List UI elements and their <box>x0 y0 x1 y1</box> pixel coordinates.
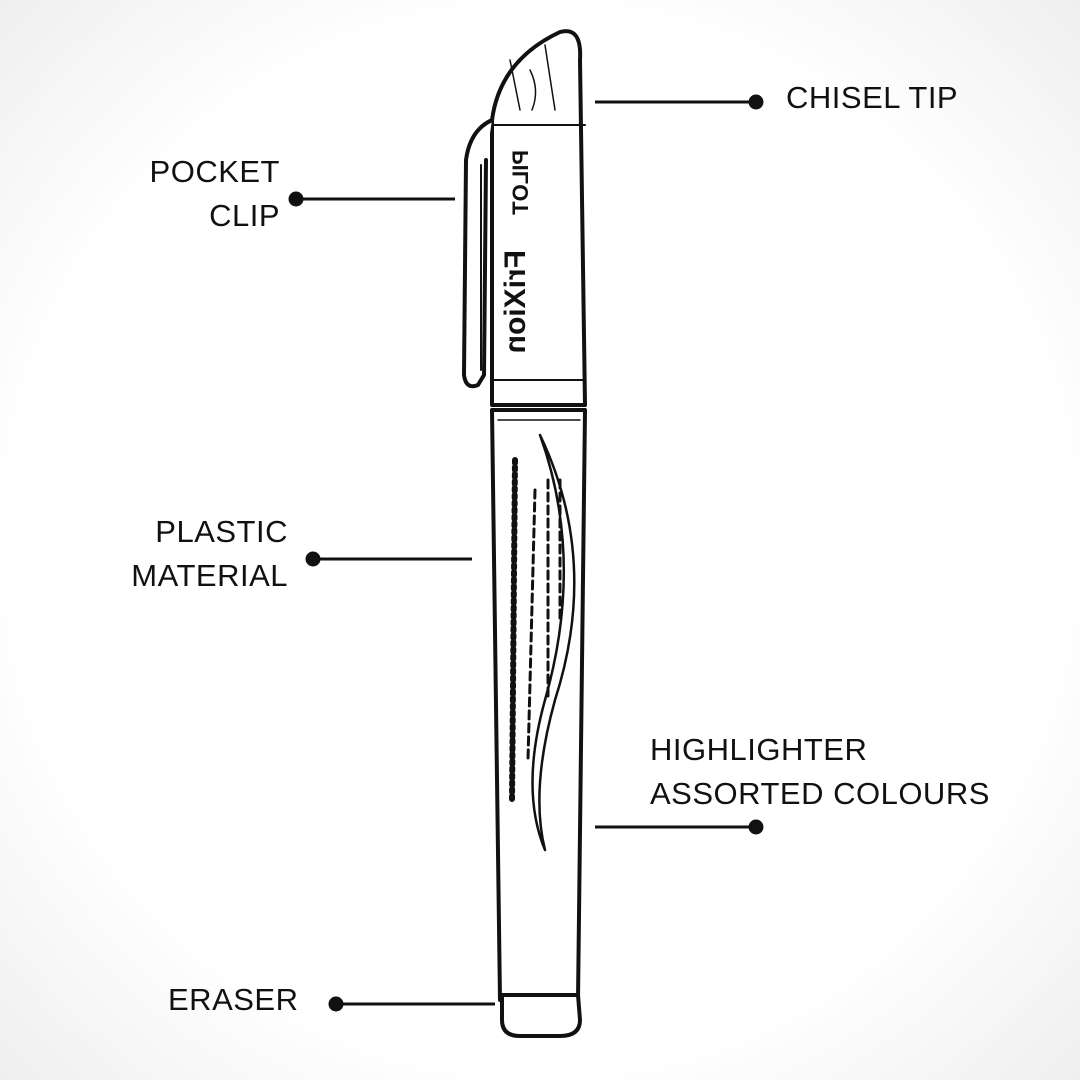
label-chisel-tip: CHISEL TIP <box>786 80 959 115</box>
pen-barrel <box>490 408 587 1002</box>
label-line: HIGHLIGHTER <box>650 732 868 767</box>
plastic-material-dot <box>305 551 321 567</box>
label-line: POCKET <box>149 154 280 189</box>
brand-logo: PILOT <box>508 150 533 215</box>
pocket-clip-dot <box>288 191 304 207</box>
eraser-dot <box>328 996 344 1012</box>
chisel-tip-dot <box>748 94 764 110</box>
label-line: MATERIAL <box>131 558 288 593</box>
highlighter-dot <box>748 819 764 835</box>
label-line: PLASTIC <box>155 514 288 549</box>
pocket-clip <box>462 118 494 389</box>
label-plastic-material: PLASTIC MATERIAL <box>131 510 288 598</box>
label-line: CLIP <box>209 198 280 233</box>
label-eraser: ERASER <box>168 982 299 1017</box>
label-highlighter: HIGHLIGHTER ASSORTED COLOURS <box>650 728 990 816</box>
product-logo: FriXion <box>499 250 532 353</box>
label-line: ASSORTED COLOURS <box>650 776 990 811</box>
eraser-tip <box>500 993 582 1038</box>
label-pocket-clip: POCKET CLIP <box>150 150 280 238</box>
